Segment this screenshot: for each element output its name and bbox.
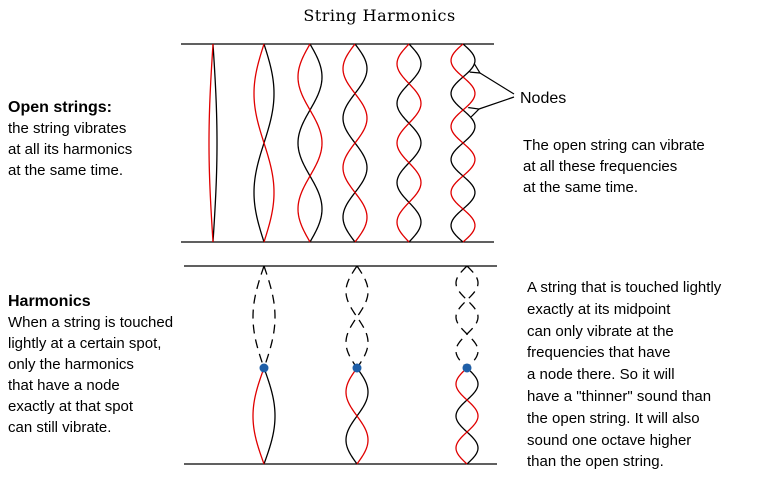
string-curve-dashed: [263, 265, 276, 369]
harmonics-explanation-line: the open string. It will also: [527, 409, 700, 427]
open-strings-line: the string vibrates: [8, 120, 127, 137]
harmonics-explanation: A string that is touched lightly exactly…: [527, 277, 721, 473]
string-curve-dashed: [345, 265, 369, 369]
open-explanation-line: The open string can vibrate: [523, 137, 705, 154]
string-curve-dashed: [345, 265, 369, 369]
string-curve-red: [396, 43, 422, 243]
string-curve-dashed: [455, 265, 479, 369]
open-mode-6: [450, 43, 476, 243]
touched-string-modes: [252, 265, 479, 465]
string-curve-black: [455, 367, 479, 465]
harmonics-explanation-line: have a "thinner" sound than: [527, 387, 712, 405]
harmonics-line: exactly at that spot: [8, 398, 134, 415]
open-mode-5: [396, 43, 422, 243]
touch-point-dot: [462, 363, 472, 373]
harmonics-line: lightly at a certain spot,: [8, 335, 162, 352]
string-curve-red: [252, 367, 265, 465]
touched-mode-6: [455, 265, 479, 465]
harmonics-line: When a string is touched: [8, 314, 174, 331]
string-curve-black: [396, 43, 422, 243]
string-curve-red: [208, 43, 214, 243]
string-curve-red: [455, 367, 479, 465]
open-mode-1: [208, 43, 218, 243]
diagram-title: String Harmonics: [303, 6, 456, 25]
open-string-explanation: The open string can vibrate at all these…: [523, 135, 705, 198]
touch-point-dot: [352, 363, 362, 373]
string-curve-red: [342, 43, 368, 243]
open-strings-line: at all its harmonics: [8, 141, 133, 158]
nodes-arrow-lower: [479, 96, 515, 109]
open-strings-line: at the same time.: [8, 162, 124, 179]
string-curve-red: [345, 367, 369, 465]
harmonics-explanation-line: can only vibrate at the: [527, 322, 674, 340]
string-curve-black: [297, 43, 323, 243]
harmonics-text: Harmonics When a string is touched light…: [8, 291, 173, 438]
harmonics-explanation-line: frequencies that have: [527, 344, 671, 362]
harmonics-explanation-line: exactly at its midpoint: [527, 300, 671, 318]
harmonics-heading: Harmonics: [8, 293, 91, 310]
touch-point-dot: [259, 363, 269, 373]
open-strings-text: Open strings: the string vibrates at all…: [8, 97, 132, 181]
harmonics-explanation-line: than the open string.: [527, 453, 664, 471]
open-strings-heading: Open strings:: [8, 99, 113, 116]
harmonics-line: only the harmonics: [8, 356, 134, 373]
harmonics-line: that have a node: [8, 377, 120, 394]
open-mode-2: [253, 43, 275, 243]
string-curve-red: [450, 43, 476, 243]
open-string-modes: [208, 43, 476, 243]
harmonics-line: can still vibrate.: [8, 419, 112, 436]
touched-mode-4: [345, 265, 369, 465]
nodes-label: Nodes: [520, 90, 567, 107]
harmonics-explanation-line: a node there. So it will: [527, 366, 675, 384]
string-curve-black: [263, 367, 276, 465]
open-mode-4: [342, 43, 368, 243]
string-curve-dashed: [455, 265, 479, 369]
string-curve-red: [253, 43, 275, 243]
open-mode-3: [297, 43, 323, 243]
harmonics-explanation-line: A string that is touched lightly: [527, 279, 722, 296]
nodes-arrow-upper: [480, 73, 515, 95]
touched-mode-2: [252, 265, 276, 465]
string-curve-red: [297, 43, 323, 243]
open-explanation-line: at the same time.: [523, 179, 639, 196]
string-curve-black: [212, 43, 218, 243]
string-curve-dashed: [252, 265, 265, 369]
harmonics-explanation-line: sound one octave higher: [527, 431, 692, 449]
open-explanation-line: at all these frequencies: [523, 158, 678, 175]
